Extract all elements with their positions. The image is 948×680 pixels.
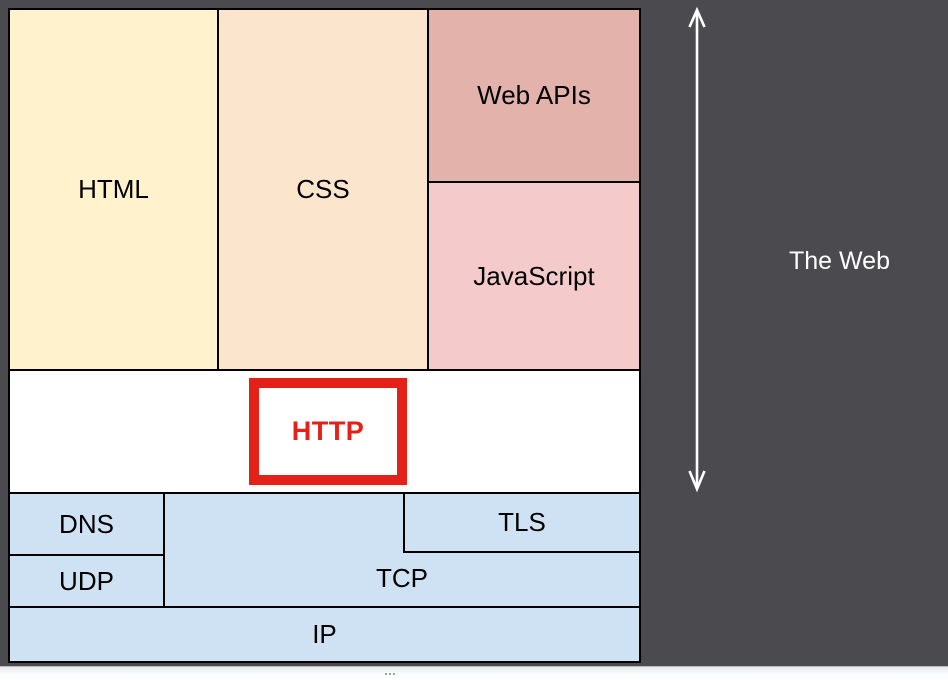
the-web-label: The Web (789, 247, 890, 275)
javascript-layer-label: JavaScript (473, 260, 595, 291)
html-layer-box: HTML (8, 8, 219, 371)
javascript-layer-box: JavaScript (427, 181, 641, 371)
dns-layer-label: DNS (59, 508, 114, 539)
ellipsis-handle-icon (385, 673, 387, 675)
http-highlight-box: HTTP (249, 378, 407, 485)
html-layer-label: HTML (78, 174, 149, 204)
ip-layer-label: IP (312, 619, 337, 649)
tcp-layer-label: TCP (376, 563, 428, 593)
udp-layer-box: UDP (8, 554, 165, 608)
bottom-bar (0, 666, 948, 680)
web-apis-layer-label: Web APIs (477, 80, 591, 110)
web-apis-layer-box: Web APIs (427, 8, 641, 183)
double-headed-vertical-arrow-icon (688, 6, 706, 493)
dns-layer-box: DNS (8, 492, 165, 556)
diagram-canvas: HTML CSS Web APIs JavaScript HTTP TCP TL… (8, 8, 641, 663)
css-layer-box: CSS (217, 8, 429, 371)
tls-layer-box: TLS (403, 492, 641, 553)
ip-layer-box: IP (8, 606, 641, 663)
http-label: HTTP (291, 416, 365, 446)
tls-layer-label: TLS (498, 507, 546, 537)
css-layer-label: CSS (296, 174, 350, 204)
udp-layer-label: UDP (59, 565, 114, 596)
